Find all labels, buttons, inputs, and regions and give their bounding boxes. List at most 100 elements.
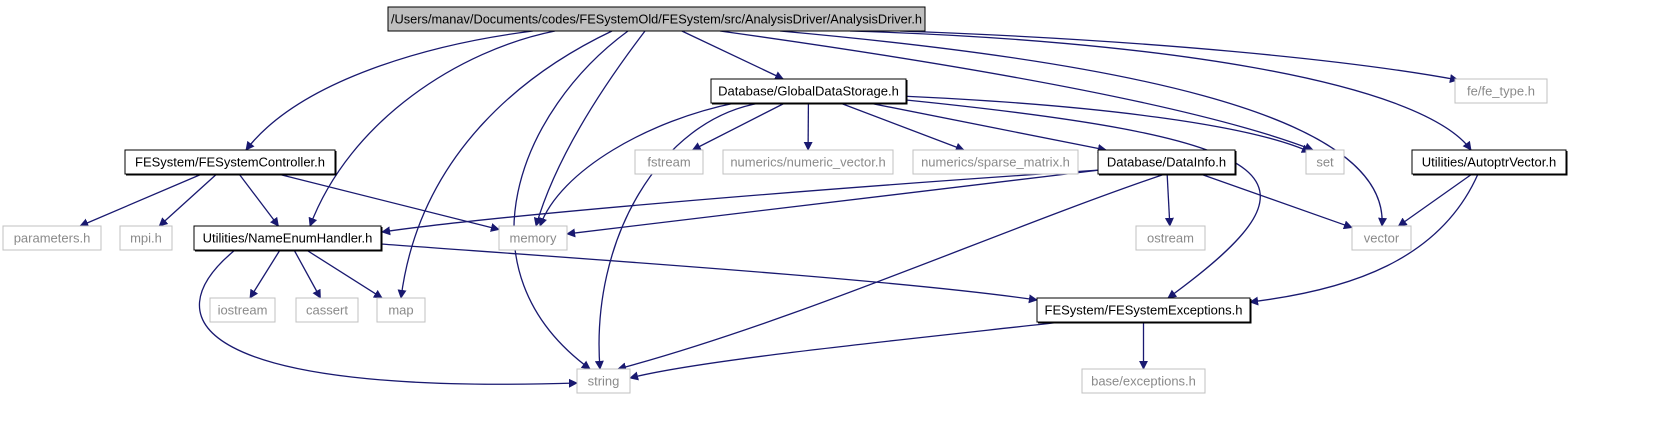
edge-datainfo-to-nameenum [381, 169, 1101, 236]
node-label-iostream: iostream [218, 303, 268, 318]
node-sparse: numerics/sparse_matrix.h [912, 149, 1079, 175]
edge-root-to-vector [779, 30, 1388, 227]
node-datainfo[interactable]: Database/DataInfo.h [1097, 149, 1237, 176]
node-box-iostream [209, 297, 276, 323]
node-map: map [376, 297, 426, 323]
node-box-sparse [912, 149, 1079, 175]
node-box-fstream [634, 149, 704, 175]
node-cassert: cassert [295, 297, 359, 323]
edge-root-to-set [719, 30, 1314, 152]
node-box-nameenum [193, 225, 382, 251]
node-box-autoptr [1411, 149, 1567, 175]
node-label-cassert: cassert [306, 303, 348, 318]
edge-root-to-nameenum [308, 30, 556, 227]
edge-nameenum-to-map [306, 249, 383, 299]
node-box-fe_type [1454, 78, 1548, 104]
node-box-controller [124, 149, 336, 175]
node-label-gds: Database/GlobalDataStorage.h [718, 84, 899, 99]
edge-controller-to-memory [277, 173, 500, 232]
node-box-vector [1351, 225, 1412, 251]
node-mpi: mpi.h [119, 225, 173, 251]
node-box-string [576, 368, 631, 394]
node-label-numvec: numerics/numeric_vector.h [730, 155, 885, 170]
node-label-ostream: ostream [1147, 231, 1194, 246]
node-label-string: string [588, 374, 620, 389]
edge-autoptr-to-exceptions [1249, 173, 1479, 306]
edge-root-to-memory [533, 30, 646, 227]
node-box-exceptions [1036, 297, 1251, 323]
node-box-root [387, 6, 926, 32]
node-box-datainfo [1097, 149, 1236, 175]
node-label-nameenum: Utilities/NameEnumHandler.h [203, 231, 373, 246]
node-label-vector: vector [1364, 231, 1400, 246]
node-label-memory: memory [510, 231, 557, 246]
node-gds[interactable]: Database/GlobalDataStorage.h [710, 78, 908, 105]
node-label-map: map [388, 303, 413, 318]
node-fstream: fstream [634, 149, 704, 175]
edge-gds-to-exceptions [905, 99, 1261, 299]
node-box-mpi [119, 225, 173, 251]
edge-gds-to-datainfo [868, 102, 1107, 153]
node-label-datainfo: Database/DataInfo.h [1107, 155, 1226, 170]
node-box-map [376, 297, 426, 323]
node-label-base_exc: base/exceptions.h [1091, 374, 1196, 389]
node-label-set: set [1316, 155, 1334, 170]
edge-exceptions-to-string [629, 321, 1063, 381]
node-ostream: ostream [1135, 225, 1206, 251]
edge-nameenum-to-iostream [249, 249, 281, 299]
edge-root-to-gds [681, 30, 784, 80]
edge-nameenum-to-string [198, 249, 578, 388]
node-box-cassert [295, 297, 359, 323]
node-string: string [576, 368, 631, 394]
node-box-set [1305, 149, 1345, 175]
node-exceptions[interactable]: FESystem/FESystemExceptions.h [1036, 297, 1252, 324]
node-layer: /Users/manav/Documents/codes/FESystemOld… [2, 6, 1568, 394]
node-label-root: /Users/manav/Documents/codes/FESystemOld… [391, 12, 922, 27]
node-nameenum[interactable]: Utilities/NameEnumHandler.h [193, 225, 383, 252]
edge-gds-to-set [899, 95, 1311, 153]
node-base_exc: base/exceptions.h [1081, 368, 1206, 394]
node-box-numvec [722, 149, 894, 175]
node-shadow-controller [126, 151, 337, 176]
node-set: set [1305, 149, 1345, 175]
edge-controller-to-nameenum [238, 173, 279, 227]
edge-root-to-controller [245, 30, 534, 151]
edge-gds-to-memory [538, 102, 736, 227]
edge-root-to-autoptr [849, 30, 1472, 151]
node-numvec: numerics/numeric_vector.h [722, 149, 894, 175]
edge-layer [79, 30, 1479, 388]
node-label-fe_type: fe/fe_type.h [1467, 84, 1535, 99]
edge-datainfo-to-vector [1200, 173, 1353, 230]
node-box-parameters [2, 225, 102, 251]
node-fe_type: fe/fe_type.h [1454, 78, 1548, 104]
edge-gds-to-fstream [691, 102, 786, 151]
node-box-gds [710, 78, 907, 104]
edge-root-to-fe_type [899, 30, 1459, 83]
edge-root-to-map [397, 30, 613, 299]
node-shadow-autoptr [1413, 151, 1568, 176]
node-label-parameters: parameters.h [14, 231, 91, 246]
edge-gds-to-sparse [839, 102, 965, 152]
node-box-base_exc [1081, 368, 1206, 394]
node-autoptr[interactable]: Utilities/AutoptrVector.h [1411, 149, 1568, 176]
edge-autoptr-to-vector [1397, 173, 1473, 227]
edge-nameenum-to-exceptions [380, 243, 1038, 304]
node-controller[interactable]: FESystem/FESystemController.h [124, 149, 337, 176]
node-parameters: parameters.h [2, 225, 102, 251]
node-shadow-nameenum [195, 227, 383, 252]
node-label-controller: FESystem/FESystemController.h [135, 155, 325, 170]
node-shadow-gds [712, 80, 908, 105]
edge-gds-to-string [594, 102, 761, 370]
node-label-exceptions: FESystem/FESystemExceptions.h [1045, 303, 1243, 318]
edge-datainfo-to-ostream [1164, 173, 1174, 227]
node-root[interactable]: /Users/manav/Documents/codes/FESystemOld… [387, 6, 926, 32]
edge-nameenum-to-cassert [293, 249, 321, 299]
node-vector: vector [1351, 225, 1412, 251]
node-box-memory [498, 225, 568, 251]
edge-datainfo-to-string [617, 173, 1166, 372]
node-label-mpi: mpi.h [130, 231, 162, 246]
node-shadow-exceptions [1038, 299, 1252, 324]
node-memory: memory [498, 225, 568, 251]
edge-datainfo-to-memory [566, 169, 1099, 238]
node-label-fstream: fstream [647, 155, 690, 170]
